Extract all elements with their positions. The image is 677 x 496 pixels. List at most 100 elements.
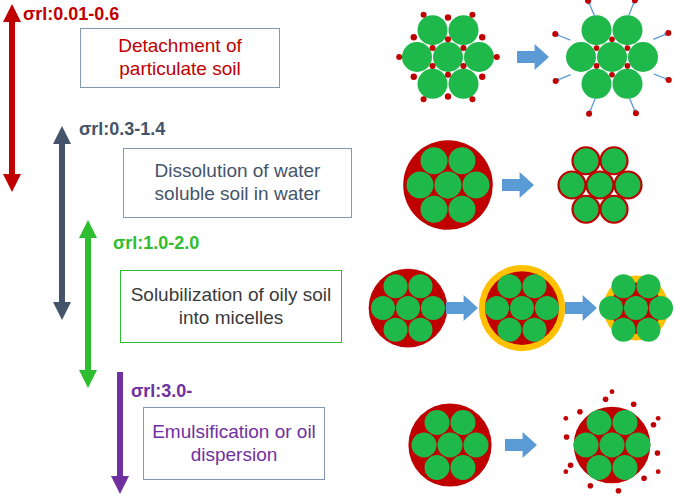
fiber-circle — [463, 172, 490, 199]
arrow-head — [3, 4, 21, 22]
fiber-circle — [425, 410, 450, 435]
fiber-circle — [396, 296, 420, 320]
soil-dot — [656, 416, 661, 421]
fiber-circle — [523, 318, 547, 342]
fiber-circle — [649, 296, 673, 320]
fiber-circle — [421, 296, 445, 320]
range-arrow — [117, 372, 123, 478]
fiber-circle — [451, 410, 476, 435]
fiber-circle — [613, 69, 643, 99]
motion-line — [629, 4, 634, 15]
soil-dot — [553, 78, 559, 84]
process-text: Emulsification or oil dispersion — [152, 421, 316, 467]
range-arrow — [85, 236, 91, 372]
fiber-circle — [451, 455, 476, 480]
soil-dot — [655, 450, 661, 456]
soil-dot — [469, 12, 475, 18]
range-label: σrl:1.0-2.0 — [113, 233, 199, 255]
motion-line — [653, 35, 664, 40]
fiber-circle — [559, 172, 586, 199]
soil-dot — [632, 0, 638, 3]
process-arrow — [446, 295, 478, 321]
soil-dot — [610, 389, 615, 394]
fiber-circle — [613, 455, 638, 480]
fiber-circle — [498, 318, 522, 342]
motion-line — [591, 99, 596, 110]
soil-dot — [552, 31, 558, 37]
fiber-circle — [624, 296, 648, 320]
motion-line — [630, 98, 635, 109]
fiber-circle — [435, 172, 462, 199]
fiber-circle — [449, 147, 476, 174]
fiber-circle — [566, 42, 596, 72]
soil-dot — [625, 63, 631, 69]
soil-dot — [494, 54, 500, 60]
fiber-circle — [384, 274, 408, 298]
motion-line — [559, 36, 570, 41]
fiber-circle — [600, 433, 625, 458]
fiber-circle — [574, 433, 599, 458]
fiber-circle — [613, 15, 643, 45]
fiber-circle — [587, 455, 612, 480]
soil-dot — [666, 77, 672, 83]
soil-dot — [631, 401, 637, 407]
soil-dot — [445, 72, 451, 78]
soil-dot — [411, 74, 417, 80]
soil-dot — [609, 72, 615, 78]
soil-dot — [577, 409, 583, 415]
fiber-circle — [498, 274, 522, 298]
soil-blob — [369, 269, 448, 348]
soil-dot — [430, 45, 436, 51]
soil-dot — [625, 45, 631, 51]
soil-dot — [633, 110, 639, 116]
fiber-circle — [573, 147, 600, 174]
soil-blob — [574, 407, 651, 484]
fiber-circle — [637, 274, 661, 298]
motion-line — [559, 75, 570, 80]
fiber-circle — [464, 42, 494, 72]
soil-dot — [564, 434, 570, 440]
process-arrow — [565, 295, 597, 321]
arrow-head — [53, 126, 71, 144]
soil-blob — [408, 403, 491, 486]
fiber-circle — [425, 455, 450, 480]
arrow-head — [53, 302, 71, 320]
fiber-circle — [418, 69, 448, 99]
soil-dot — [594, 45, 600, 51]
process-box: σrl:0.01-0.6Detachment of particulate so… — [80, 28, 280, 88]
fiber-circle — [626, 433, 651, 458]
fiber-circle — [510, 296, 534, 320]
fiber-circle — [637, 318, 661, 342]
range-label: σrl:0.3-1.4 — [79, 119, 165, 141]
fiber-circle — [421, 147, 448, 174]
soil-dot — [594, 63, 600, 69]
fiber-circle — [597, 42, 627, 72]
fiber-circle — [601, 196, 628, 223]
range-arrow — [9, 20, 15, 176]
fiber-circle — [573, 196, 600, 223]
process-arrow — [505, 432, 537, 458]
fiber-circle — [612, 274, 636, 298]
fiber-circle — [587, 410, 612, 435]
fiber-circle — [384, 318, 408, 342]
process-text: Dissolution of water soluble soil in wat… — [132, 160, 343, 206]
fiber-circle — [449, 196, 476, 223]
soil-dot — [609, 36, 615, 42]
fiber-circle — [412, 433, 437, 458]
fiber-circle — [449, 69, 479, 99]
range-label: σrl:0.01-0.6 — [23, 4, 119, 26]
soil-blob — [485, 271, 559, 345]
fiber-circle — [464, 433, 489, 458]
soil-dot — [568, 462, 574, 468]
soil-dot — [563, 416, 568, 421]
process-box: σrl:1.0-2.0Solubilization of oily soil i… — [120, 270, 342, 343]
soil-dot — [445, 36, 451, 42]
soil-dot — [469, 96, 475, 102]
process-text: Detachment of particulate soil — [89, 35, 271, 81]
fiber-circle — [615, 172, 642, 199]
soil-dot — [396, 54, 402, 60]
fiber-circle — [535, 296, 559, 320]
soil-dot — [460, 45, 466, 51]
arrow-head — [79, 370, 97, 388]
soil-dot — [430, 63, 436, 69]
